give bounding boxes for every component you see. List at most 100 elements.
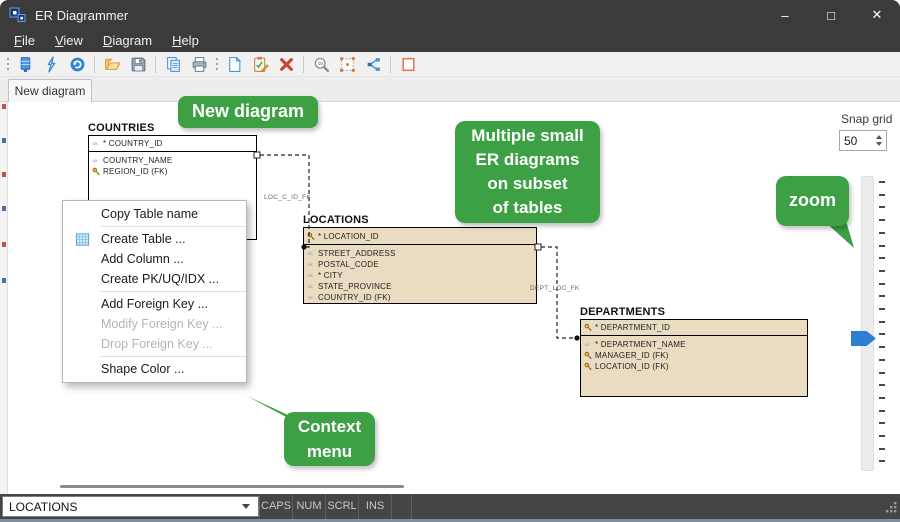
- er-column-label: * COUNTRY_ID: [103, 139, 163, 148]
- context-menu-item-label: Create PK/UQ/IDX ...: [101, 272, 220, 286]
- context-menu-item-create-pk-uq-idx[interactable]: Create PK/UQ/IDX ...: [63, 269, 246, 289]
- docked-edge-strip: [0, 102, 8, 494]
- open-folder-icon[interactable]: [99, 53, 125, 75]
- window-controls: – □ ✕: [762, 0, 900, 30]
- zoom-10-icon[interactable]: 10: [308, 53, 334, 75]
- context-menu-item-label: Modify Foreign Key ...: [101, 317, 223, 331]
- key-gray-icon: uk: [89, 156, 103, 165]
- er-column-row[interactable]: LOCATION_ID (FK): [581, 361, 807, 372]
- context-menu-item-add-foreign-key[interactable]: Add Foreign Key ...: [63, 294, 246, 314]
- key-gray-icon: uk: [304, 282, 318, 291]
- er-column-row[interactable]: * LOCATION_ID: [304, 228, 536, 245]
- er-column-label: * CITY: [318, 271, 343, 280]
- close-button[interactable]: ✕: [854, 0, 900, 30]
- db-connection-icon[interactable]: [12, 53, 38, 75]
- relationship-line-loc-c-id-fk[interactable]: [260, 154, 310, 248]
- delete-icon[interactable]: [273, 53, 299, 75]
- snap-grid-value: 50: [844, 134, 858, 148]
- context-menu-item-drop-foreign-key[interactable]: Drop Foreign Key ...: [63, 334, 246, 354]
- zoom-slider-thumb[interactable]: [851, 331, 876, 346]
- er-column-row[interactable]: uk* DEPARTMENT_NAME: [581, 339, 807, 350]
- slider-tick: [879, 320, 885, 323]
- slider-tick: [879, 181, 885, 183]
- context-menu-item-label: Shape Color ...: [101, 362, 185, 376]
- status-indicator-scrl: SCRL: [325, 494, 358, 519]
- er-column-row[interactable]: uk * COUNTRY_ID: [89, 136, 256, 152]
- spinner-up-button[interactable]: [876, 135, 882, 139]
- context-menu-item-copy-table-name[interactable]: Copy Table name: [63, 204, 246, 224]
- docked-panel-mark: [2, 138, 6, 143]
- slider-tick: [879, 333, 885, 336]
- svg-text:uk: uk: [92, 141, 98, 147]
- minimize-button[interactable]: –: [762, 0, 808, 30]
- context-menu-separator: [101, 356, 246, 357]
- docked-panel-mark: [2, 172, 6, 177]
- svg-text:uk: uk: [307, 273, 313, 279]
- copy-icon[interactable]: [160, 53, 186, 75]
- tab-new-diagram[interactable]: New diagram: [8, 79, 92, 102]
- callout-line: Multiple small: [471, 126, 584, 145]
- slider-tick: [879, 219, 885, 222]
- object-selector-combobox[interactable]: LOCATIONS: [2, 496, 259, 517]
- context-menu-item-add-column[interactable]: Add Column ...: [63, 249, 246, 269]
- er-column-row[interactable]: uk * CITY: [304, 270, 536, 281]
- lightning-icon[interactable]: [38, 53, 64, 75]
- slider-tick: [879, 295, 885, 298]
- snap-grid-spinner[interactable]: 50: [839, 130, 887, 151]
- slider-tick: [879, 460, 885, 463]
- relationship-line-dept-loc-fk[interactable]: [541, 246, 577, 339]
- er-table-title: LOCATIONS: [303, 214, 369, 226]
- callout-line: ER diagrams: [475, 150, 580, 169]
- resize-grip[interactable]: [882, 498, 898, 519]
- er-table-title: COUNTRIES: [88, 122, 155, 134]
- zoom-slider-track[interactable]: [861, 176, 874, 471]
- context-menu-item-label: Add Column ...: [101, 252, 184, 266]
- er-column-label: COUNTRY_ID (FK): [318, 293, 391, 302]
- maximize-button[interactable]: □: [808, 0, 854, 30]
- frame-icon[interactable]: [395, 53, 421, 75]
- menu-bar: File View Diagram Help: [0, 30, 900, 52]
- context-menu-item-create-table[interactable]: Create Table ...: [63, 229, 246, 249]
- spinner-buttons: [872, 131, 886, 150]
- print-icon[interactable]: [186, 53, 212, 75]
- callout-new-diagram: New diagram: [178, 96, 318, 128]
- horizontal-scrollbar[interactable]: [60, 485, 404, 488]
- relationship-end-dot: [574, 335, 580, 341]
- grip-icon: [3, 53, 12, 75]
- er-column-row[interactable]: REGION_ID (FK): [89, 166, 256, 177]
- er-column-row[interactable]: MANAGER_ID (FK): [581, 350, 807, 361]
- save-icon[interactable]: [125, 53, 151, 75]
- slider-tick: [879, 308, 885, 310]
- key-orange-icon: [581, 323, 595, 332]
- slider-tick: [879, 409, 885, 412]
- share-nodes-icon[interactable]: [360, 53, 386, 75]
- menu-view[interactable]: View: [54, 33, 83, 48]
- menu-file[interactable]: File: [14, 33, 35, 48]
- context-menu-item-shape-color[interactable]: Shape Color ...: [63, 359, 246, 379]
- context-menu-item-modify-foreign-key[interactable]: Modify Foreign Key ...: [63, 314, 246, 334]
- fit-selection-icon[interactable]: [334, 53, 360, 75]
- menu-diagram[interactable]: Diagram: [102, 33, 153, 48]
- docked-panel-mark: [2, 278, 6, 283]
- slider-tick: [879, 371, 885, 374]
- refresh-icon[interactable]: [64, 53, 90, 75]
- er-column-row[interactable]: * DEPARTMENT_ID: [581, 320, 807, 336]
- edit-clipboard-icon[interactable]: [247, 53, 273, 75]
- status-indicator-ins: INS: [358, 494, 391, 519]
- new-page-icon[interactable]: [221, 53, 247, 75]
- docked-panel-mark: [2, 104, 6, 109]
- context-menu-separator: [101, 226, 246, 227]
- er-column-label: POSTAL_CODE: [318, 260, 379, 269]
- spinner-down-button[interactable]: [876, 142, 882, 146]
- menu-help[interactable]: Help: [172, 33, 199, 48]
